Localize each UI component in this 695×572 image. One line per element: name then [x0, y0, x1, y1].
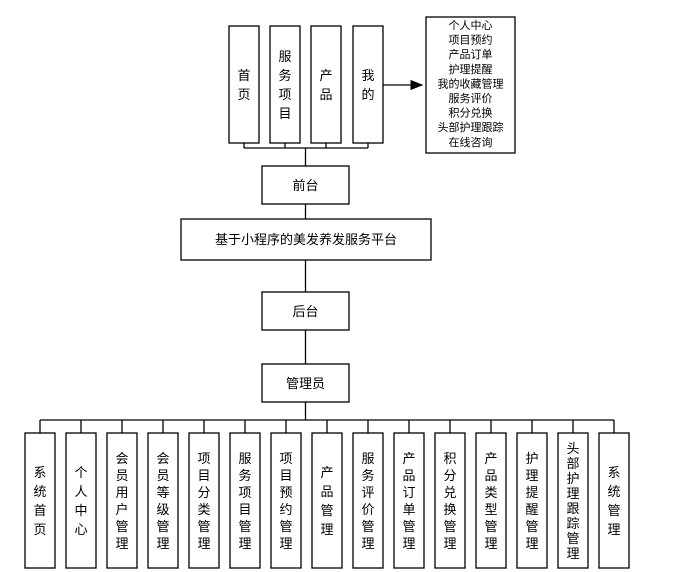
admin-item-label: 项目分类管理	[197, 452, 210, 552]
my-item: 产品订单	[449, 47, 493, 61]
admin-item: 服务评价管理	[352, 432, 384, 569]
admin-label: 管理员	[286, 377, 325, 392]
front-menu-connectors	[243, 143, 369, 166]
admin-item-label: 头部护理跟踪管理	[566, 442, 579, 562]
admin-item: 产品订单管理	[393, 432, 425, 569]
my-item: 项目预约	[449, 34, 493, 47]
admin-item: 产品管理	[311, 432, 343, 569]
my-item: 服务评价	[449, 92, 493, 105]
admin-item-label: 个人中心	[74, 466, 87, 538]
my-item: 积分兑换	[449, 106, 493, 120]
admin-item: 项目分类管理	[188, 432, 220, 569]
front-menu-label: 服务项目	[278, 50, 291, 122]
front-menu-label: 首页	[237, 69, 250, 103]
admin-item: 系统管理	[598, 432, 630, 569]
platform-label: 基于小程序的美发养发服务平台	[215, 232, 397, 248]
my-item: 个人中心	[449, 19, 493, 32]
admin-item-label: 产品管理	[320, 466, 333, 538]
my-item: 头部护理跟踪	[438, 120, 504, 134]
front-menu-item: 首页	[228, 25, 260, 144]
admin-item: 护理提醒管理	[516, 432, 548, 569]
front-menu-item: 产品	[310, 25, 342, 144]
admin-item-label: 系统首页	[33, 466, 46, 538]
admin-item: 产品类型管理	[475, 432, 507, 569]
front-end-node: 前台	[261, 165, 350, 205]
admin-item: 头部护理跟踪管理	[557, 432, 589, 569]
admin-item: 服务项目管理	[229, 432, 261, 569]
my-item: 护理提醒	[449, 62, 493, 76]
admin-item-label: 会员用户管理	[115, 452, 128, 552]
front-menu-label: 我的	[361, 69, 374, 103]
admin-item: 个人中心	[65, 432, 97, 569]
admin-item-label: 护理提醒管理	[525, 452, 538, 552]
my-item: 我的收藏管理	[438, 76, 504, 90]
front-end-label: 前台	[292, 178, 318, 194]
platform-node: 基于小程序的美发养发服务平台	[180, 218, 432, 261]
admin-item-label: 服务评价管理	[361, 452, 374, 552]
admin-items-group: 系统首页 个人中心 会员用户管理 会员等级管理 项目分类管理 服务项目管理 项目预约管理 产品…	[24, 432, 630, 569]
admin-item: 系统首页	[24, 432, 56, 569]
admin-item-label: 产品类型管理	[484, 452, 497, 552]
admin-item-label: 会员等级管理	[156, 452, 169, 552]
front-menu-item: 服务项目	[269, 25, 301, 144]
admin-item-label: 项目预约管理	[279, 452, 292, 552]
admin-item-label: 系统管理	[607, 466, 620, 538]
admin-item: 会员等级管理	[147, 432, 179, 569]
admin-node: 管理员	[261, 363, 350, 403]
front-menu-item: 我的	[352, 25, 384, 144]
admin-item: 积分兑换管理	[434, 432, 466, 569]
admin-item-label: 服务项目管理	[238, 452, 251, 552]
admin-item-label: 产品订单管理	[402, 452, 415, 552]
admin-item: 会员用户管理	[106, 432, 138, 569]
front-menu-label: 产品	[319, 69, 332, 103]
my-item: 在线咨询	[449, 135, 493, 149]
admin-item: 项目预约管理	[270, 432, 302, 569]
back-end-label: 后台	[292, 305, 318, 320]
admin-items-connectors	[39, 419, 615, 433]
admin-item-label: 积分兑换管理	[443, 452, 456, 552]
back-end-node: 后台	[261, 291, 350, 331]
